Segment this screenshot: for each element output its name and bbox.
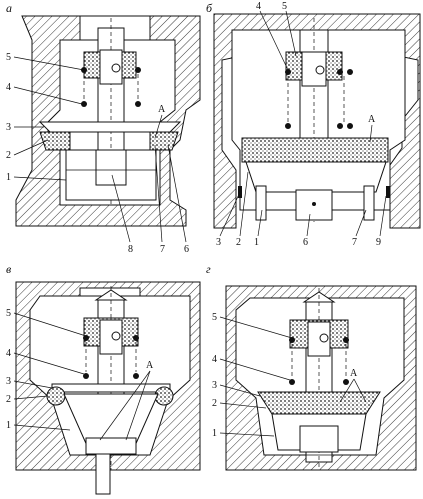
- panel-b-spring: [285, 69, 353, 129]
- panel-a: а 5 4 3 2: [6, 1, 201, 255]
- svg-text:7: 7: [160, 244, 165, 255]
- svg-text:6: 6: [184, 244, 189, 255]
- svg-text:5: 5: [212, 312, 217, 323]
- svg-text:9: 9: [376, 237, 381, 248]
- panel-a-letter: а: [6, 1, 12, 15]
- panel-a-pin: [111, 63, 121, 73]
- svg-text:4: 4: [212, 354, 217, 365]
- panel-b-pin-right: [363, 185, 375, 221]
- panel-v-ring-left: [46, 386, 66, 406]
- panel-a-plug: [95, 149, 127, 186]
- svg-text:5: 5: [6, 308, 11, 319]
- panel-a-diaphragm-3: [38, 121, 182, 133]
- svg-text:4: 4: [6, 82, 11, 93]
- svg-text:4: 4: [6, 348, 11, 359]
- panel-g-letter: г: [206, 262, 211, 276]
- panel-b-callouts: 4 5 A 3 2 1 6 7 9: [216, 1, 387, 248]
- panel-a-callouts-bottom: 8 7 6 A: [111, 104, 189, 255]
- panel-b-diaphragm: [241, 137, 389, 163]
- svg-text:7: 7: [352, 237, 357, 248]
- svg-text:1: 1: [6, 172, 11, 183]
- panel-v: в 5 4 3 2 1 A: [6, 262, 201, 495]
- svg-text:3: 3: [212, 380, 217, 391]
- svg-text:5: 5: [282, 1, 287, 12]
- panel-g-plug: [299, 425, 339, 453]
- svg-text:2: 2: [212, 398, 217, 409]
- svg-text:3: 3: [6, 376, 11, 387]
- svg-text:A: A: [350, 368, 358, 379]
- svg-text:A: A: [158, 104, 166, 115]
- panel-g-callouts: 5 4 3 2 1 A: [212, 312, 367, 439]
- panel-v-callouts: 5 4 3 2 1 A: [6, 308, 154, 441]
- panel-v-stem-cap: [99, 319, 123, 355]
- panel-v-letter: в: [6, 262, 11, 276]
- panel-g-stem-cap: [307, 321, 331, 357]
- svg-text:A: A: [146, 360, 154, 371]
- svg-text:1: 1: [6, 420, 11, 431]
- svg-text:1: 1: [254, 237, 259, 248]
- svg-text:1: 1: [212, 428, 217, 439]
- svg-text:3: 3: [6, 122, 11, 133]
- panel-b-letter: б: [206, 1, 213, 15]
- svg-text:3: 3: [216, 237, 221, 248]
- panel-v-foot: [85, 437, 137, 455]
- svg-text:A: A: [368, 114, 376, 125]
- panel-g: г 5 4 3 2 1 A: [206, 262, 417, 471]
- panel-b: б 4 5 A 3 2: [206, 1, 421, 248]
- panel-b-pin-left: [255, 185, 267, 221]
- panel-g-spring: [289, 337, 349, 385]
- svg-text:2: 2: [6, 394, 11, 405]
- panel-a-stem-cap: [99, 49, 123, 85]
- svg-text:2: 2: [236, 237, 241, 248]
- svg-text:5: 5: [6, 52, 11, 63]
- panel-v-ring-right: [154, 386, 174, 406]
- panel-a-callouts-left: 5 4 3 2 1: [6, 52, 85, 183]
- panel-b-valve-body: [245, 161, 387, 193]
- panel-v-rod: [95, 453, 111, 495]
- panel-g-diaphragm: [257, 391, 381, 415]
- panel-v-spring: [83, 335, 139, 379]
- panel-v-plate-3: [51, 383, 171, 393]
- svg-text:2: 2: [6, 150, 11, 161]
- svg-text:4: 4: [256, 1, 261, 12]
- panel-a-seat-right: [149, 131, 179, 151]
- svg-text:6: 6: [303, 237, 308, 248]
- svg-text:8: 8: [128, 244, 133, 255]
